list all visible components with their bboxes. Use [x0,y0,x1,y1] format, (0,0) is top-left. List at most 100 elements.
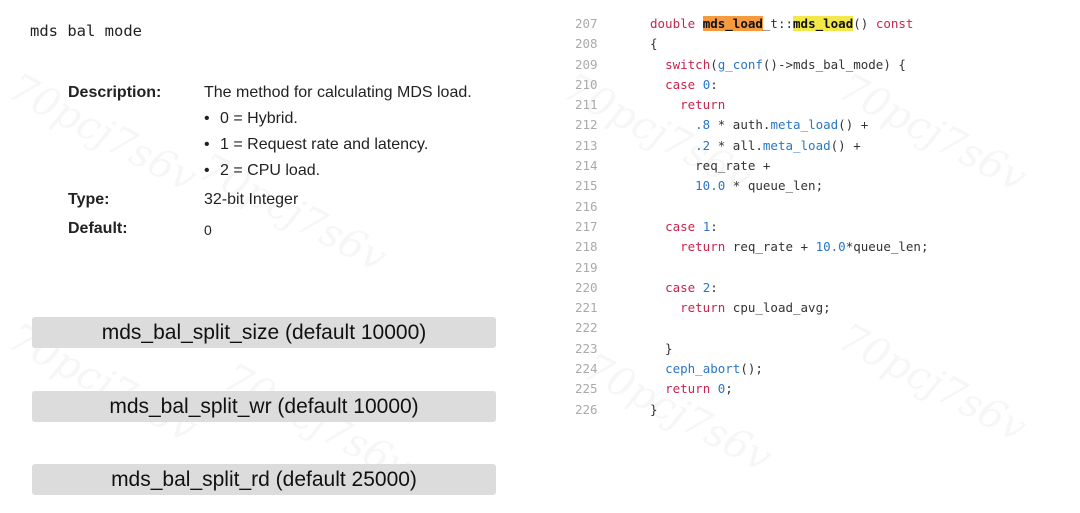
code-token: 1 [702,218,711,234]
code-text: case 2: [650,278,718,298]
default-label: Default: [68,220,128,237]
code-token: ; [725,381,733,397]
code-text: 10.0 * queue_len; [650,176,823,196]
highlighted-token: mds_load [793,16,854,31]
option-text: 0 = Hybrid. [220,110,298,127]
code-token: : [710,76,718,92]
line-number: 212 [575,117,598,133]
code-text: .8 * auth.meta_load() + [650,115,868,135]
code-token [650,280,665,295]
option-text: 2 = CPU load. [220,162,321,179]
line-number: 226 [575,401,598,417]
line-number: 213 [575,137,598,153]
code-token: * all. [710,137,763,153]
param-box-split-wr: mds_bal_split_wr (default 10000) [32,391,496,422]
line-number: 220 [575,279,598,295]
code-token [650,361,665,376]
line-number: 224 [575,361,598,377]
code-token: cpu_load_avg; [725,300,831,316]
line-number: 207 [575,16,598,31]
code-token: req_rate + [725,239,816,255]
code-token [650,178,695,193]
watermark: 70pcj7s6v [831,314,1034,451]
line-number: 209 [575,56,598,72]
code-token [650,97,680,112]
code-token: () [853,16,876,31]
line-number: 215 [575,178,598,194]
option-text: 1 = Request rate and latency. [220,136,429,153]
code-token: _t:: [762,16,794,31]
code-token: *queue_len; [845,239,929,255]
code-token: g_conf [717,56,763,72]
code-token: 10.0 [695,178,726,194]
code-token [695,280,703,295]
code-text: { [650,34,658,54]
code-token: } [650,401,658,417]
code-token [650,138,695,153]
code-token: return [680,239,726,255]
code-token [650,239,680,254]
line-number: 208 [575,36,598,52]
option-item: •2 = CPU load. [204,162,321,179]
code-token: meta_load [770,117,839,133]
option-item: •0 = Hybrid. [204,110,298,127]
line-number: 225 [575,381,598,397]
code-token [650,219,665,234]
code-token: .8 [695,117,711,133]
code-token: : [710,279,718,295]
code-text: double mds_load_t::mds_load() const [650,14,913,34]
code-token: : [710,218,718,234]
config-name: mds bal mode [30,22,142,40]
code-text: return [650,95,725,115]
type-label: Type: [68,191,110,208]
code-token: const [875,16,914,31]
param-box-split-size: mds_bal_split_size (default 10000) [32,317,496,348]
description-text: The method for calculating MDS load. [204,84,472,101]
code-token [650,77,665,92]
code-token: meta_load [762,137,831,153]
code-token: * auth. [710,117,771,133]
code-token: case [665,279,696,295]
line-number: 223 [575,340,598,356]
code-token [650,381,665,396]
code-token: return [680,300,726,316]
code-token: req_rate + [650,158,771,174]
code-text: return req_rate + 10.0*queue_len; [650,237,928,257]
code-token [650,117,695,132]
code-text: } [650,339,673,359]
code-token: () + [838,117,869,133]
code-token: { [650,36,658,52]
line-number: 221 [575,300,598,316]
code-token: } [650,340,673,356]
param-box-split-rd: mds_bal_split_rd (default 25000) [32,464,496,495]
code-token [650,57,665,72]
line-number: 214 [575,158,598,174]
code-token [695,219,703,234]
code-text: return 0; [650,379,733,399]
code-token: return [680,97,726,113]
line-number: 217 [575,218,598,234]
code-token: 0 [717,381,726,397]
code-text: case 0: [650,75,718,95]
code-token [650,300,680,315]
default-value: 0 [204,222,212,238]
code-token: () + [830,137,861,153]
code-text: .2 * all.meta_load() + [650,136,861,156]
line-number: 222 [575,320,598,336]
code-token: switch [665,56,711,72]
code-token: ()->mds_bal_mode) { [762,56,906,72]
type-value: 32-bit Integer [204,191,299,208]
code-token: 10.0 [815,239,846,255]
code-text: case 1: [650,217,718,237]
highlighted-token: mds_load [702,16,763,31]
line-number: 216 [575,198,598,214]
code-token: return [665,381,711,397]
line-number: 218 [575,239,598,255]
code-token: .2 [695,137,711,153]
code-token: (); [740,361,763,377]
code-token: case [665,76,696,92]
code-token [710,381,718,396]
code-token: 0 [702,76,711,92]
code-token: ( [710,56,718,72]
code-token: case [665,218,696,234]
